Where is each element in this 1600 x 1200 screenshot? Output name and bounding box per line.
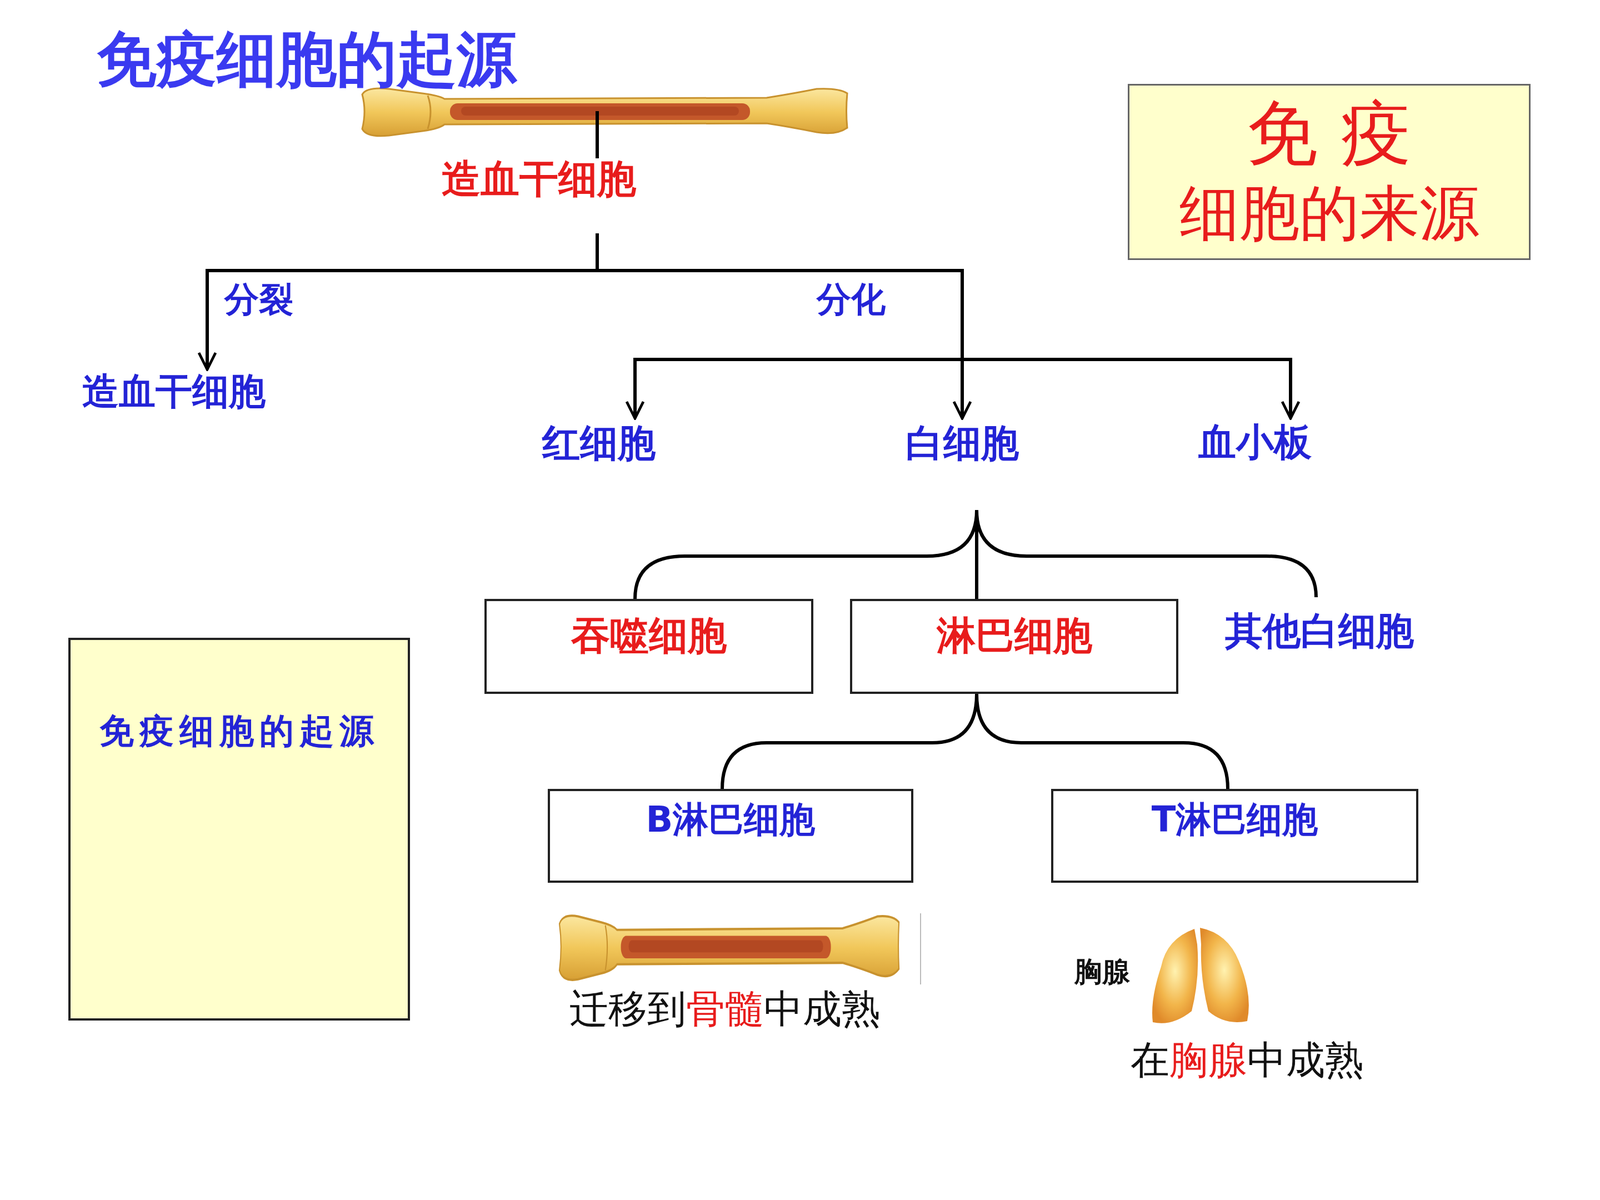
node-text: 免 疫 xyxy=(1129,94,1529,173)
connector xyxy=(635,510,977,599)
connector xyxy=(597,233,963,419)
bone-illustration xyxy=(362,88,848,137)
node-text: 免疫细胞的起源 xyxy=(70,712,408,750)
bone-illustration xyxy=(559,915,899,980)
diagram-node: T淋巴细胞 xyxy=(1051,788,1419,883)
edge-label: 分裂 xyxy=(224,280,294,319)
label-line: 在胸腺中成熟 xyxy=(1130,1038,1364,1082)
node-text: 吞噬细胞 xyxy=(486,614,812,658)
node-text: 造血干细胞 xyxy=(73,371,275,413)
image-edge xyxy=(920,913,922,985)
diagram-title: 免疫细胞的起源 xyxy=(96,26,517,93)
connector xyxy=(976,510,1317,598)
label-line: 迁移到骨髓中成熟 xyxy=(569,987,881,1031)
node-text: T淋巴细胞 xyxy=(1053,800,1417,839)
diagram-node: 淋巴细胞 xyxy=(850,598,1179,694)
diagram-node: 红细胞 xyxy=(536,418,662,469)
connector xyxy=(597,233,963,419)
caption-text: 迁移到 xyxy=(569,987,687,1031)
node-text: 红细胞 xyxy=(536,422,662,465)
diagram-node: 吞噬细胞 xyxy=(484,598,814,694)
label-line: 胸腺 xyxy=(1074,956,1130,988)
diagram-node: 造血干细胞 xyxy=(73,369,275,414)
node-text: 造血干细胞 xyxy=(438,157,639,201)
diagram-node: 其他白细胞 xyxy=(1211,597,1428,659)
caption-text: 中成熟 xyxy=(1247,1038,1364,1082)
node-text: 其他白细胞 xyxy=(1211,610,1428,653)
caption-text: 在 xyxy=(1130,1038,1170,1082)
node-text: 血小板 xyxy=(1193,421,1317,464)
caption-text: 胸腺 xyxy=(1169,1038,1248,1082)
caption-text: 中成熟 xyxy=(763,987,881,1031)
caption-text: 骨髓 xyxy=(686,987,764,1031)
diagram-node: B淋巴细胞 xyxy=(547,788,914,883)
connector xyxy=(976,693,1228,789)
caption-text: 胸腺 xyxy=(1074,956,1130,988)
connector xyxy=(207,233,598,370)
node-text: 细胞的来源 xyxy=(1129,180,1529,247)
edge-label: 分化 xyxy=(816,280,886,319)
node-text: 白细胞 xyxy=(900,422,1025,465)
leader-line xyxy=(595,111,599,159)
connector xyxy=(597,233,1291,419)
connector xyxy=(975,510,979,599)
diagram-node: 免疫细胞的起源 xyxy=(68,637,410,1021)
diagram-node: 白细胞 xyxy=(900,418,1025,510)
node-text: 淋巴细胞 xyxy=(852,614,1177,658)
diagram-node: 免 疫细胞的来源 xyxy=(1127,83,1531,260)
thymus-illustration xyxy=(1152,927,1249,1024)
diagram-node: 造血干细胞 xyxy=(438,155,639,234)
node-text: B淋巴细胞 xyxy=(550,800,912,839)
connector xyxy=(722,693,977,789)
diagram-node: 血小板 xyxy=(1193,418,1317,469)
